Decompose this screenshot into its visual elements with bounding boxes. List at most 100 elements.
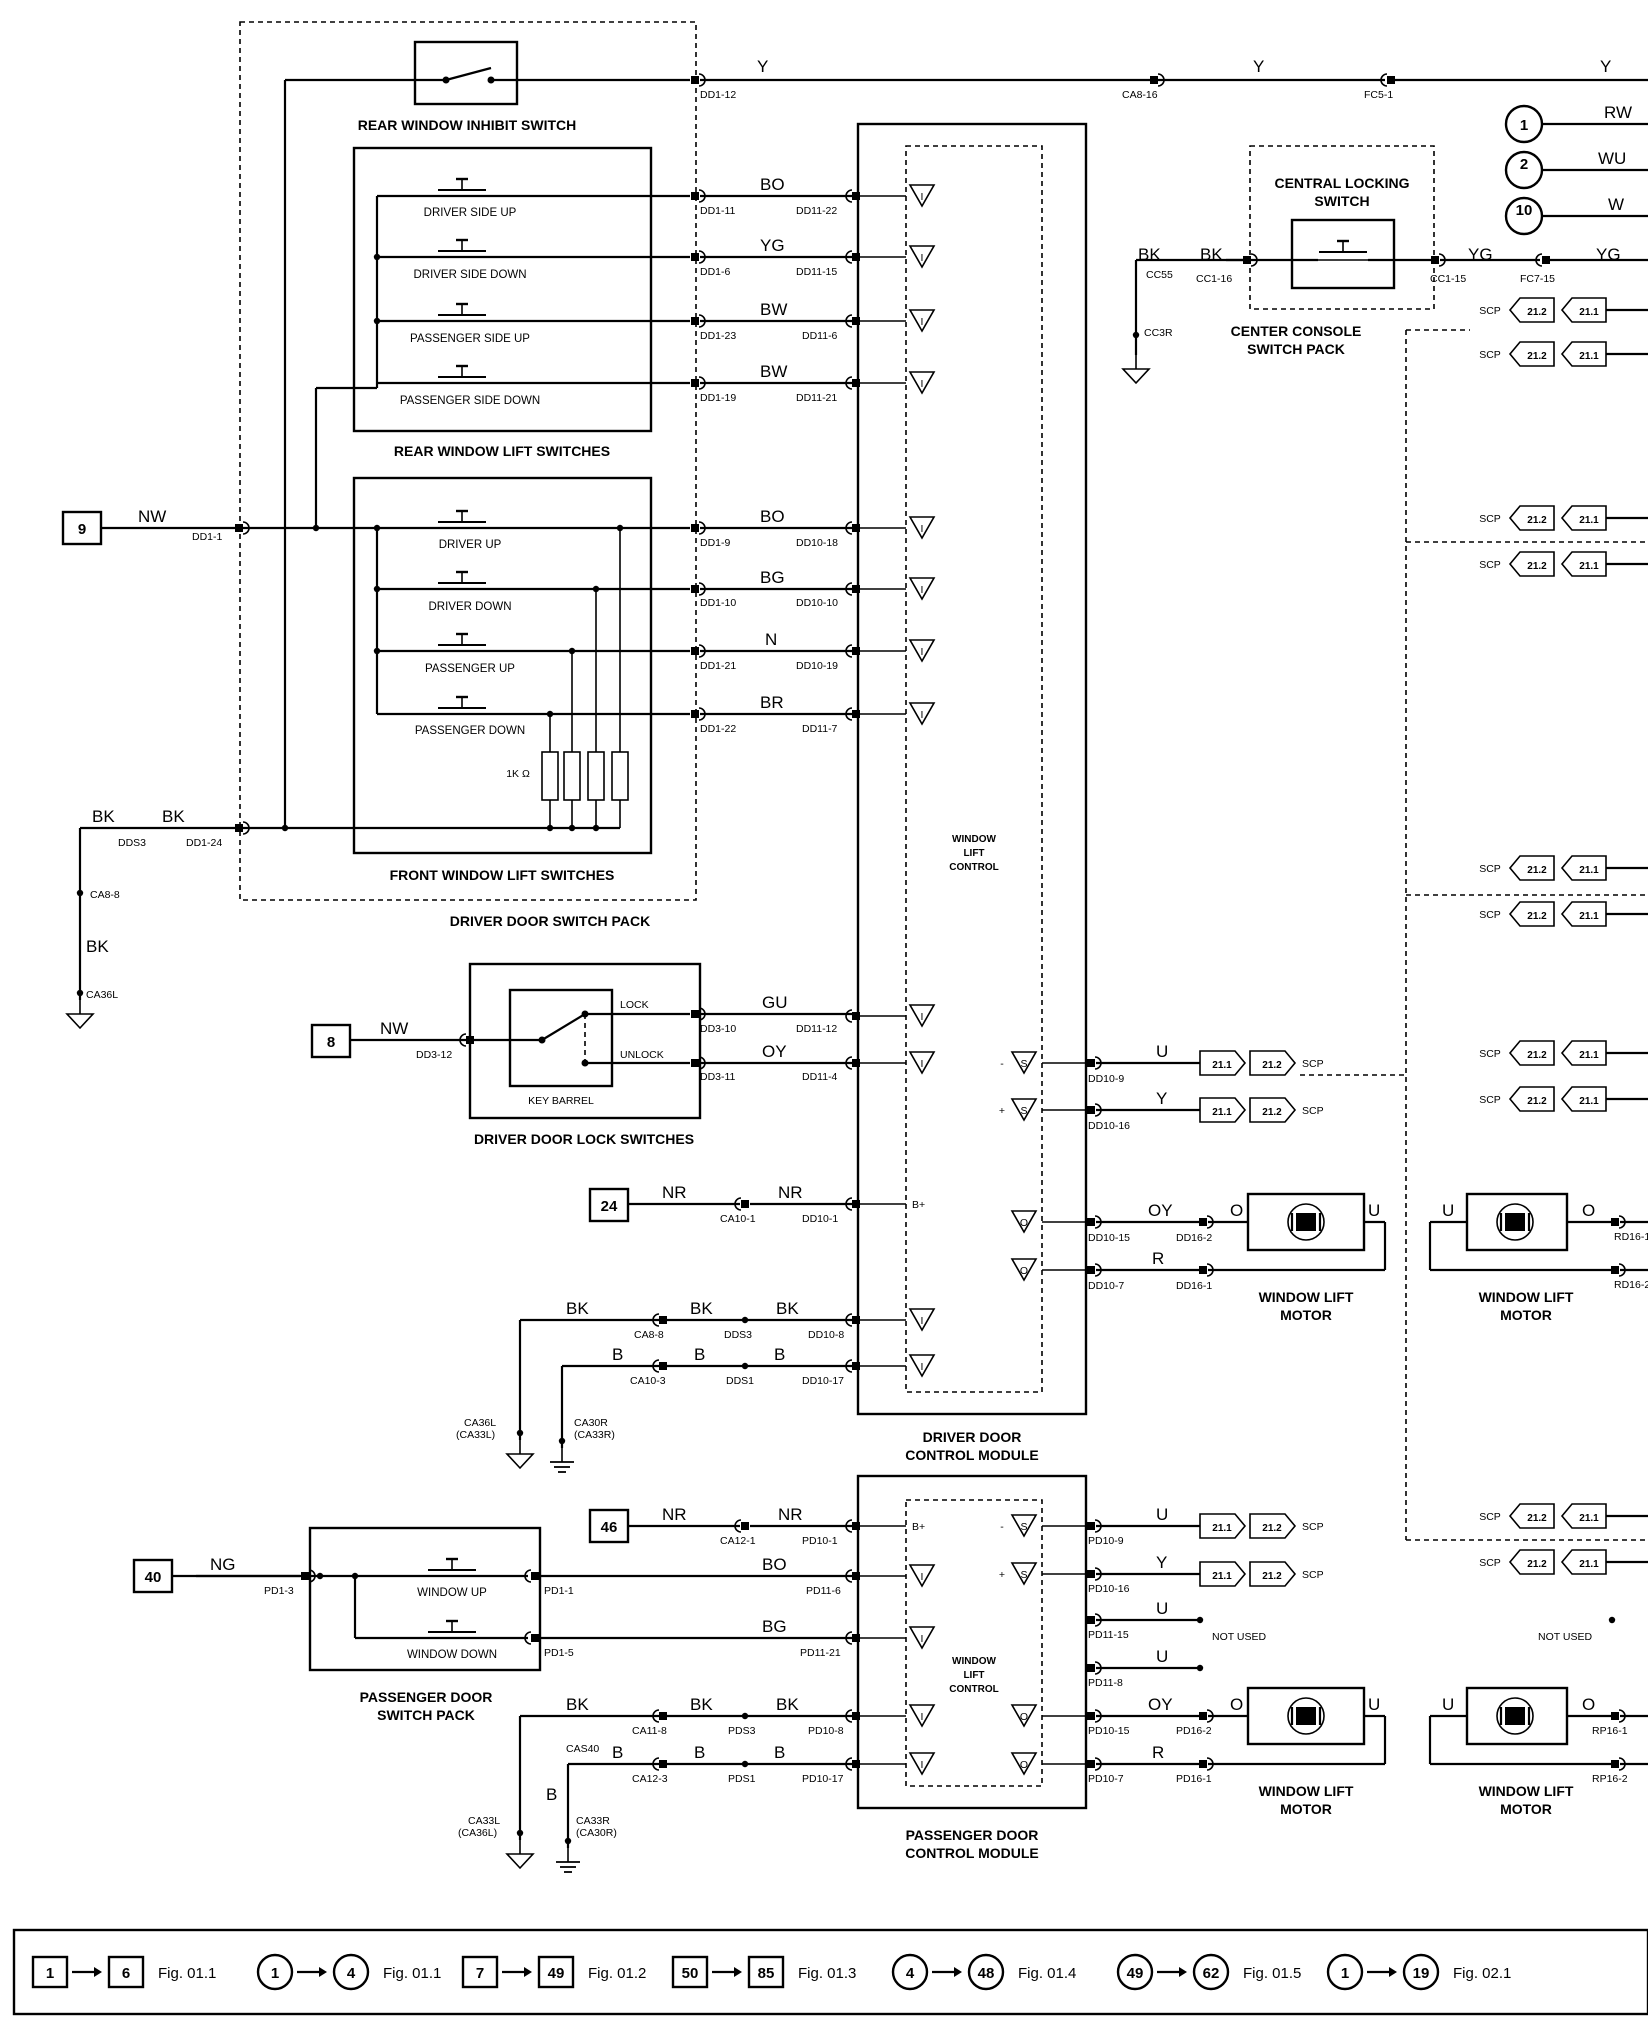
svg-text:O: O xyxy=(1230,1695,1243,1714)
svg-text:O: O xyxy=(1582,1695,1595,1714)
svg-text:DD1-19: DD1-19 xyxy=(700,392,736,404)
svg-text:CONTROL MODULE: CONTROL MODULE xyxy=(905,1845,1039,1861)
switch-labels: DRIVER SIDE UP DRIVER SIDE DOWN PASSENGE… xyxy=(400,207,664,1661)
svg-text:DD1-21: DD1-21 xyxy=(700,660,736,672)
svg-text:DD1-6: DD1-6 xyxy=(700,266,731,278)
svg-text:DD1-24: DD1-24 xyxy=(186,837,222,849)
svg-text:DD16-1: DD16-1 xyxy=(1176,1280,1212,1292)
svg-text:CC1-15: CC1-15 xyxy=(1430,273,1466,285)
svg-text:21.2: 21.2 xyxy=(1527,1096,1547,1107)
svg-text:WINDOW LIFT: WINDOW LIFT xyxy=(1479,1783,1574,1799)
svg-text:PASSENGER SIDE DOWN: PASSENGER SIDE DOWN xyxy=(400,395,540,407)
svg-text:B: B xyxy=(546,1785,557,1804)
svg-text:PD10-9: PD10-9 xyxy=(1088,1535,1124,1547)
module-input-wires xyxy=(700,194,852,716)
svg-text:DD3-10: DD3-10 xyxy=(700,1023,736,1035)
svg-text:SWITCH: SWITCH xyxy=(1314,193,1369,209)
svg-text:DDS3: DDS3 xyxy=(118,837,146,849)
svg-text:+: + xyxy=(999,1105,1005,1117)
svg-text:21.1: 21.1 xyxy=(1579,515,1599,526)
svg-text:I: I xyxy=(921,1058,924,1070)
svg-text:U: U xyxy=(1442,1695,1454,1714)
svg-text:21.2: 21.2 xyxy=(1527,351,1547,362)
svg-text:7: 7 xyxy=(476,1965,484,1982)
svg-text:49: 49 xyxy=(548,1965,565,1982)
svg-text:21.1: 21.1 xyxy=(1212,1523,1232,1534)
svg-text:BK: BK xyxy=(162,807,185,826)
ref-label-40: 40 xyxy=(145,1569,162,1586)
svg-text:PD1-1: PD1-1 xyxy=(544,1585,574,1597)
svg-text:FC7-15: FC7-15 xyxy=(1520,273,1555,285)
svg-text:21.1: 21.1 xyxy=(1579,1559,1599,1570)
svg-text:O: O xyxy=(1020,1759,1028,1771)
svg-text:CA8-16: CA8-16 xyxy=(1122,89,1158,101)
svg-text:50: 50 xyxy=(682,1965,699,1982)
svg-text:O: O xyxy=(1020,1711,1028,1723)
svg-text:PD16-1: PD16-1 xyxy=(1176,1773,1212,1785)
svg-text:21.1: 21.1 xyxy=(1579,561,1599,572)
svg-text:DD1-10: DD1-10 xyxy=(700,597,736,609)
ref-label-9: 9 xyxy=(78,521,86,538)
svg-text:PASSENGER DOOR: PASSENGER DOOR xyxy=(906,1827,1039,1843)
svg-text:DD10-18: DD10-18 xyxy=(796,537,838,549)
svg-text:DRIVER DOOR LOCK SWITCHES: DRIVER DOOR LOCK SWITCHES xyxy=(474,1131,694,1147)
module-tag-letters: I I I I I I I I I I I I S S O O - + I I … xyxy=(921,191,1029,1771)
switch-row-passenger-down xyxy=(377,695,690,716)
svg-text:DDS1: DDS1 xyxy=(726,1375,754,1387)
svg-text:B: B xyxy=(612,1743,623,1762)
svg-text:BK: BK xyxy=(690,1695,713,1714)
svg-text:PD10-1: PD10-1 xyxy=(802,1535,838,1547)
svg-text:CONTROL: CONTROL xyxy=(949,1684,998,1695)
svg-text:SCP: SCP xyxy=(1479,1511,1501,1523)
svg-text:4: 4 xyxy=(906,1965,915,1982)
switch-row-passenger-up xyxy=(377,632,690,653)
svg-text:21.1: 21.1 xyxy=(1579,1513,1599,1524)
svg-text:PD10-7: PD10-7 xyxy=(1088,1773,1124,1785)
svg-text:(CA36L): (CA36L) xyxy=(458,1827,497,1839)
svg-text:21.2: 21.2 xyxy=(1527,1050,1547,1061)
svg-text:CA36L: CA36L xyxy=(464,1417,496,1429)
svg-text:BK: BK xyxy=(776,1299,799,1318)
svg-text:I: I xyxy=(921,1315,924,1327)
svg-text:CA33L: CA33L xyxy=(468,1815,500,1827)
svg-text:B: B xyxy=(612,1345,623,1364)
svg-text:DD11-22: DD11-22 xyxy=(796,205,837,217)
svg-text:O: O xyxy=(1230,1201,1243,1220)
svg-text:R: R xyxy=(1152,1249,1164,1268)
svg-text:Y: Y xyxy=(757,57,768,76)
svg-text:PD11-21: PD11-21 xyxy=(800,1647,841,1659)
passenger-module-pins xyxy=(845,1514,1102,1775)
svg-text:BO: BO xyxy=(760,175,785,194)
ref-box-46 xyxy=(588,1508,630,1544)
svg-text:21.2: 21.2 xyxy=(1262,1107,1282,1118)
svg-text:PD10-16: PD10-16 xyxy=(1088,1583,1130,1595)
svg-text:I: I xyxy=(921,191,924,203)
svg-text:GU: GU xyxy=(762,993,788,1012)
svg-text:BK: BK xyxy=(92,807,115,826)
svg-text:CA10-1: CA10-1 xyxy=(720,1213,756,1225)
svg-text:21.1: 21.1 xyxy=(1579,351,1599,362)
svg-text:SCP: SCP xyxy=(1302,1521,1324,1533)
svg-text:DD11-15: DD11-15 xyxy=(796,266,837,278)
svg-text:CC1-16: CC1-16 xyxy=(1196,273,1232,285)
svg-text:CONTROL: CONTROL xyxy=(949,862,998,873)
svg-text:I: I xyxy=(921,378,924,390)
svg-text:DD10-19: DD10-19 xyxy=(796,660,838,672)
svg-text:PD10-17: PD10-17 xyxy=(802,1773,844,1785)
svg-text:21.2: 21.2 xyxy=(1262,1571,1282,1582)
svg-text:PD16-2: PD16-2 xyxy=(1176,1725,1212,1737)
svg-text:MOTOR: MOTOR xyxy=(1280,1307,1332,1323)
svg-text:CA30R: CA30R xyxy=(574,1417,608,1429)
svg-text:CA12-3: CA12-3 xyxy=(632,1773,668,1785)
svg-text:DD11-7: DD11-7 xyxy=(802,723,838,735)
svg-text:21.2: 21.2 xyxy=(1527,307,1547,318)
svg-text:(CA30R): (CA30R) xyxy=(576,1827,617,1839)
svg-text:DD1-9: DD1-9 xyxy=(700,537,731,549)
svg-text:DD10-1: DD10-1 xyxy=(802,1213,838,1225)
